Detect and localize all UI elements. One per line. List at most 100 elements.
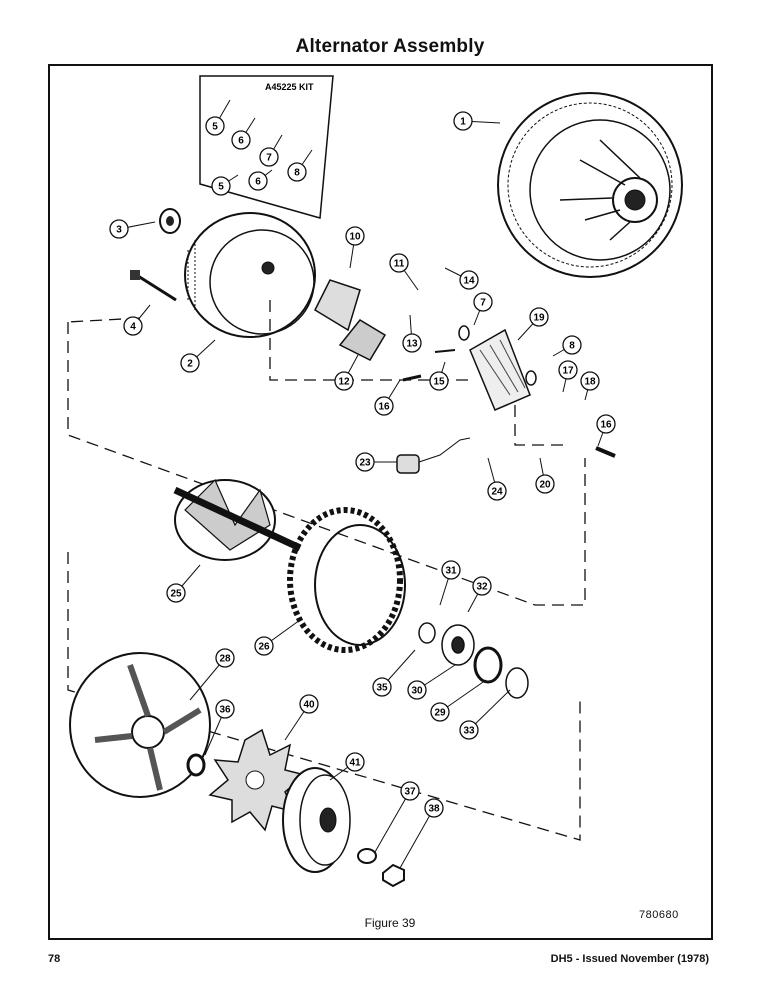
callout-15: 15 bbox=[429, 361, 449, 391]
callout-23: 23 bbox=[355, 452, 397, 472]
callout-29: 29 bbox=[430, 679, 487, 722]
callout-number: 41 bbox=[349, 758, 361, 769]
callout-number: 28 bbox=[219, 654, 231, 665]
callout-number: 36 bbox=[219, 705, 231, 716]
callout-number: 32 bbox=[476, 582, 488, 593]
callout-number: 29 bbox=[434, 708, 446, 719]
callout-number: 11 bbox=[394, 259, 405, 270]
callout-6: 6 bbox=[231, 117, 256, 150]
callout-number: 20 bbox=[539, 480, 551, 491]
callout-20: 20 bbox=[535, 457, 555, 494]
callout-number: 25 bbox=[170, 589, 182, 600]
callout-number: 10 bbox=[349, 232, 361, 243]
pulley bbox=[282, 767, 351, 873]
callout-number: 33 bbox=[463, 726, 475, 737]
alternator-complete bbox=[497, 92, 683, 278]
callout-number: 19 bbox=[533, 313, 545, 324]
callout-12: 12 bbox=[334, 354, 359, 391]
slip-ring-end-housing bbox=[184, 212, 316, 338]
callout-26: 26 bbox=[254, 619, 301, 656]
callout-labels: 1234556677881011121314151616171819202324… bbox=[109, 99, 616, 869]
callout-6: 6 bbox=[248, 169, 273, 191]
callout-32: 32 bbox=[467, 576, 492, 613]
callout-24: 24 bbox=[487, 457, 507, 501]
callout-number: 7 bbox=[266, 153, 272, 164]
callout-number: 23 bbox=[359, 458, 371, 469]
stator bbox=[287, 507, 406, 653]
callout-31: 31 bbox=[439, 560, 461, 606]
through-bolt bbox=[130, 270, 177, 302]
reference-number: 780680 bbox=[639, 909, 679, 921]
callout-number: 16 bbox=[600, 420, 612, 431]
callout-number: 15 bbox=[433, 377, 445, 388]
regulator bbox=[314, 279, 361, 332]
callout-number: 17 bbox=[562, 366, 574, 377]
page-number: 78 bbox=[48, 953, 61, 965]
document-reference: DH5 - Issued November (1978) bbox=[550, 953, 709, 965]
capacitor bbox=[396, 437, 471, 474]
drive-end-frame bbox=[69, 652, 211, 798]
callout-11: 11 bbox=[389, 253, 419, 291]
callout-number: 6 bbox=[255, 177, 261, 188]
callout-19: 19 bbox=[517, 307, 549, 341]
callout-number: 6 bbox=[238, 136, 244, 147]
assembly-lines bbox=[67, 300, 586, 841]
callout-7: 7 bbox=[473, 292, 493, 326]
callout-number: 12 bbox=[338, 377, 350, 388]
callout-18: 18 bbox=[580, 371, 600, 401]
callout-7: 7 bbox=[259, 134, 283, 167]
callout-number: 24 bbox=[491, 487, 503, 498]
callout-3: 3 bbox=[109, 219, 156, 239]
callout-16: 16 bbox=[374, 379, 401, 416]
callout-number: 13 bbox=[406, 339, 418, 350]
callout-number: 31 bbox=[445, 566, 457, 577]
kit-label: A45225 KIT bbox=[265, 82, 314, 92]
callout-number: 2 bbox=[187, 359, 193, 370]
callout-number: 1 bbox=[460, 117, 466, 128]
callout-28: 28 bbox=[189, 648, 235, 701]
callout-25: 25 bbox=[166, 564, 201, 603]
callout-number: 5 bbox=[212, 122, 218, 133]
callout-16: 16 bbox=[596, 414, 616, 447]
callout-35: 35 bbox=[372, 649, 416, 697]
figure-frame bbox=[48, 64, 713, 940]
callout-number: 14 bbox=[463, 276, 475, 287]
callout-number: 8 bbox=[569, 341, 575, 352]
callout-17: 17 bbox=[558, 360, 578, 393]
callout-37: 37 bbox=[374, 781, 420, 853]
callout-14: 14 bbox=[444, 267, 479, 290]
callout-1: 1 bbox=[453, 111, 501, 131]
callout-number: 4 bbox=[130, 322, 136, 333]
callout-number: 7 bbox=[480, 298, 486, 309]
callout-4: 4 bbox=[123, 304, 151, 336]
callout-2: 2 bbox=[180, 339, 216, 373]
callout-number: 30 bbox=[411, 686, 423, 697]
callout-30: 30 bbox=[407, 664, 456, 700]
figure-caption: Figure 39 bbox=[364, 916, 416, 930]
callout-8: 8 bbox=[552, 335, 582, 357]
callout-5: 5 bbox=[211, 174, 239, 196]
brush-holder bbox=[338, 319, 387, 361]
callout-36: 36 bbox=[204, 699, 235, 756]
rotor bbox=[173, 478, 302, 561]
callout-number: 40 bbox=[303, 700, 315, 711]
callout-38: 38 bbox=[399, 798, 444, 869]
rectifier-bridge bbox=[469, 328, 531, 411]
fan bbox=[208, 728, 307, 832]
page-title: Alternator Assembly bbox=[295, 36, 485, 57]
kit-box: A45225 KIT bbox=[199, 75, 334, 219]
callout-33: 33 bbox=[459, 689, 511, 740]
callout-number: 5 bbox=[218, 182, 224, 193]
callout-number: 35 bbox=[376, 683, 388, 694]
callout-number: 18 bbox=[584, 377, 596, 388]
callout-number: 38 bbox=[428, 804, 440, 815]
callout-number: 16 bbox=[378, 402, 390, 413]
callout-8: 8 bbox=[287, 149, 313, 182]
callout-13: 13 bbox=[402, 314, 422, 353]
bearing bbox=[159, 208, 181, 234]
hardware-parts bbox=[186, 325, 616, 888]
callout-number: 37 bbox=[404, 787, 416, 798]
callout-number: 8 bbox=[294, 168, 300, 179]
callout-5: 5 bbox=[205, 99, 231, 136]
